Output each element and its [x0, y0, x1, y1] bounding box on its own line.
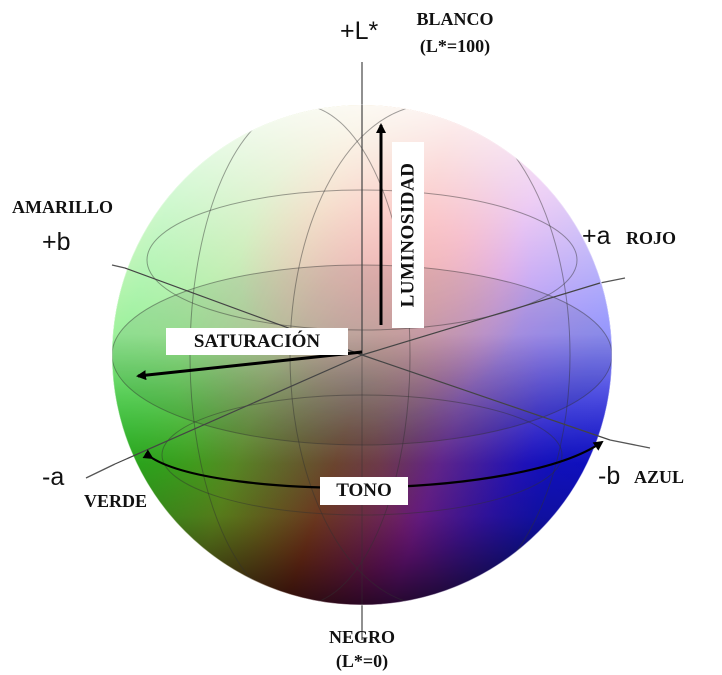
hue-label: TONO — [320, 477, 408, 505]
l-axis-label: +L* — [340, 17, 379, 45]
saturation-arrow — [136, 350, 363, 381]
black-value-label: (L*=0) — [335, 651, 389, 671]
minus-b-label: -b — [598, 462, 621, 490]
plus-b-label: +b — [42, 228, 71, 256]
black-label: NEGRO — [328, 627, 395, 647]
sphere-body — [112, 105, 612, 605]
yellow-label: AMARILLO — [12, 197, 114, 217]
lightness-label: LUMINOSIDAD — [397, 162, 419, 308]
lightness-label-box: LUMINOSIDAD — [392, 142, 424, 328]
plus-a-label: +a — [582, 222, 611, 250]
saturation-label: SATURACIÓN — [166, 328, 348, 355]
minus-a-label: -a — [42, 463, 65, 491]
blue-label: AZUL — [634, 467, 685, 487]
white-value-label: (L*=100) — [419, 36, 491, 56]
white-label: BLANCO — [416, 9, 494, 29]
green-label: VERDE — [84, 491, 148, 511]
axes-back — [85, 62, 651, 640]
red-label: ROJO — [626, 228, 677, 248]
